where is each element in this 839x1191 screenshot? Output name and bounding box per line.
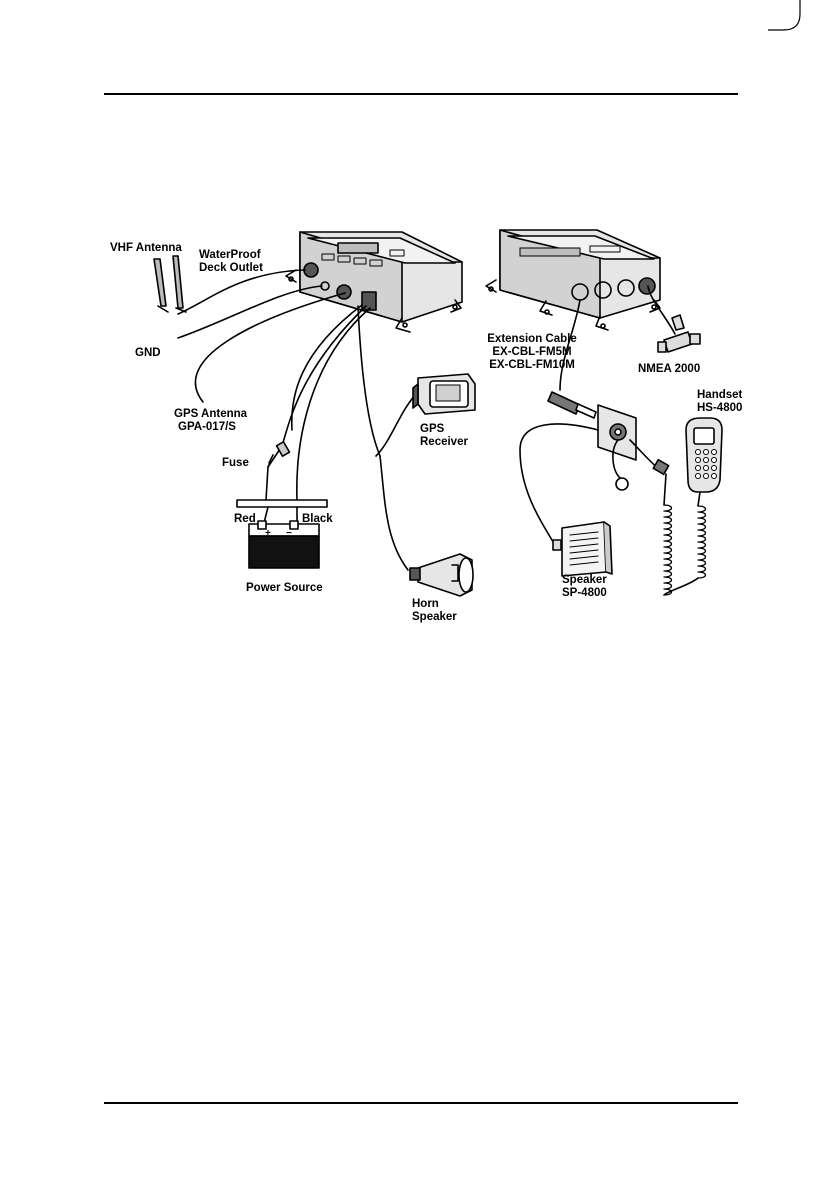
handset-icon [664, 418, 722, 595]
extension-cable-model-1: EX-CBL-FM5M [473, 346, 591, 359]
extension-cable-label: Extension Cable EX-CBL-FM5M EX-CBL-FM10M [473, 333, 591, 372]
red-text: Red [234, 513, 256, 526]
battery-plus-label: + [265, 527, 271, 540]
handset-model-text: HS-4800 [697, 402, 742, 415]
deck-outlet-icon [598, 405, 669, 490]
gps-receiver-icon [413, 374, 475, 414]
gps-receiver-label: GPS Receiver [420, 423, 468, 449]
vhf-antenna-text: VHF Antenna [110, 242, 182, 255]
black-label: Black [302, 513, 333, 526]
nmea-2000-text: NMEA 2000 [638, 363, 700, 376]
fuse-label: Fuse [222, 457, 249, 470]
deck-outlet-text: Deck Outlet [199, 262, 263, 275]
gnd-label: GND [135, 347, 161, 360]
red-label: Red [234, 513, 256, 526]
power-source-text: Power Source [246, 582, 323, 595]
gps-antenna-label: GPS Antenna GPA-017/S [174, 408, 247, 434]
battery-minus-text: − [286, 527, 292, 540]
waterproof-text: WaterProof [199, 249, 263, 262]
vhf-antenna-icon [154, 256, 186, 312]
fuse-text: Fuse [222, 457, 249, 470]
handset-label: Handset HS-4800 [697, 389, 742, 415]
extension-cable-text: Extension Cable [473, 333, 591, 346]
black-text: Black [302, 513, 333, 526]
handset-text: Handset [697, 389, 742, 402]
black-box-unit-right [486, 230, 660, 330]
battery-minus-label: − [286, 527, 292, 540]
speaker-model-text: SP-4800 [562, 587, 607, 600]
horn-text: Horn [412, 598, 457, 611]
battery-plus-text: + [265, 527, 271, 540]
horn-speaker-text: Speaker [412, 611, 457, 624]
extension-cable-connector-icon [548, 392, 596, 418]
black-box-unit-left [286, 232, 462, 332]
gps-antenna-model-text: GPA-017/S [174, 421, 247, 434]
horn-speaker-icon [410, 554, 473, 596]
horn-speaker-label: Horn Speaker [412, 598, 457, 624]
gnd-text: GND [135, 347, 161, 360]
waterproof-deck-outlet-label: WaterProof Deck Outlet [199, 249, 263, 275]
extension-cable-model-2: EX-CBL-FM10M [473, 359, 591, 372]
speaker-text: Speaker [562, 574, 607, 587]
gps-text: GPS [420, 423, 468, 436]
power-source-label: Power Source [246, 582, 323, 595]
receiver-text: Receiver [420, 436, 468, 449]
speaker-icon [553, 522, 612, 576]
gps-antenna-text: GPS Antenna [174, 408, 247, 421]
speaker-label: Speaker SP-4800 [562, 574, 607, 600]
vhf-antenna-label: VHF Antenna [110, 242, 182, 255]
nmea-2000-label: NMEA 2000 [638, 363, 700, 376]
